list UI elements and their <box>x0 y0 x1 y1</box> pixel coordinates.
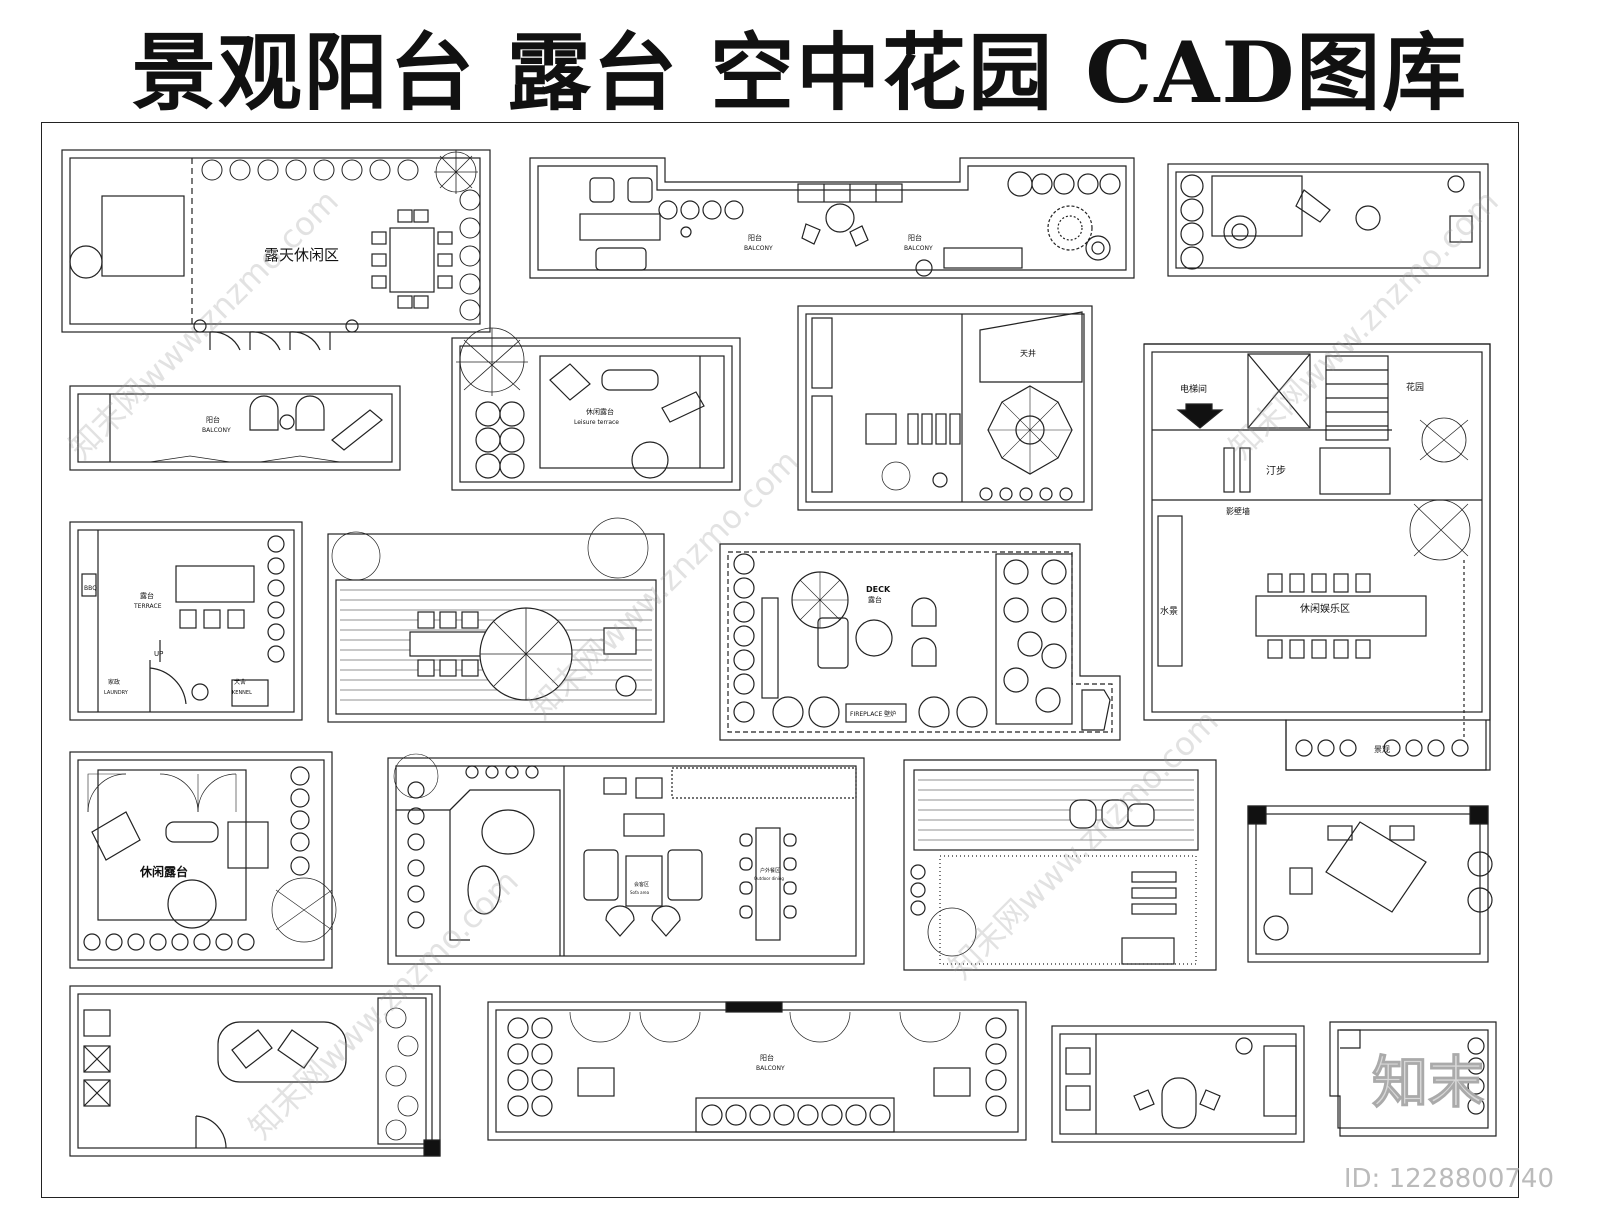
plan-leisure-terrace-2 <box>69 751 337 969</box>
plan-leisure-terrace <box>451 327 741 491</box>
plan-gravel-terrace <box>903 759 1217 971</box>
plan-courtyard <box>797 305 1093 511</box>
plan8-label-en: TERRACE <box>133 603 162 610</box>
plan-terrace-bbq <box>69 521 303 721</box>
plan-umbrella-deck <box>327 517 665 723</box>
plan-balcony-bottom <box>487 1001 1027 1141</box>
plan11-label: 休闲露台 <box>139 864 188 879</box>
plan8-label-up: UP <box>154 650 163 658</box>
image-id-label: ID: 1228800740 <box>1343 1164 1554 1194</box>
plan10-label-cn: 露台 <box>868 595 882 604</box>
plan-sofa-dining <box>387 753 865 965</box>
plan-balcony-left <box>69 385 401 471</box>
plan16-label: 阳台 <box>760 1053 774 1062</box>
plan8-label-bbq: BBQ <box>84 585 97 592</box>
plan-bottom-left <box>69 985 441 1157</box>
plan10-label-fireplace: FIREPLACE 壁炉 <box>850 710 896 718</box>
plan6-label: 天井 <box>1020 348 1036 358</box>
plan7-label-c: 汀步 <box>1266 465 1286 477</box>
plan7-label-g: 景观 <box>1374 745 1390 754</box>
page-title: 景观阳台 露台 空中花园 CAD图库 <box>131 23 1469 122</box>
plan7-label-b: 花园 <box>1406 381 1424 393</box>
plan2-label-a: 阳台 <box>748 233 762 242</box>
plan7-label-d: 影壁墙 <box>1226 506 1250 516</box>
plan2-label-a-en: BALCONY <box>744 245 773 252</box>
plan-deck-fireplace <box>719 543 1121 741</box>
plan-small-corner <box>1329 1021 1497 1137</box>
plan-corner-pavilion <box>1247 805 1493 963</box>
plan8-label: 露台 <box>140 591 154 600</box>
plan-small-room <box>1051 1025 1305 1143</box>
plan1-hedge-top <box>201 159 481 321</box>
plan12-label-a: 会客区 <box>634 881 649 888</box>
plan16-label-en: BALCONY <box>756 1065 785 1072</box>
plan5-label: 休闲露台 <box>586 407 614 416</box>
plan4-label-en: BALCONY <box>202 427 231 434</box>
plan5-label-en: Leisure terrace <box>574 419 619 426</box>
plan7-label-a: 电梯间 <box>1180 383 1207 395</box>
plan2-label-b: 阳台 <box>908 233 922 242</box>
plan7-label-e: 水景 <box>1160 605 1178 617</box>
plan1-dining-set <box>371 209 453 309</box>
plan7-label-f: 休闲娱乐区 <box>1300 602 1350 615</box>
plan2-label-b-en: BALCONY <box>904 245 933 252</box>
plan10-label: DECK <box>866 585 891 594</box>
plan8-label-kennel: 犬舍 <box>234 678 246 686</box>
plan-balcony-long <box>529 157 1135 279</box>
plan-outdoor-leisure <box>61 149 491 351</box>
plan-roof-garden <box>1143 343 1491 771</box>
plan12-label-b: 户外餐区 <box>760 867 780 874</box>
plan-small-balcony-tr <box>1167 163 1489 277</box>
plan8-label-kennel-en: KENNEL <box>232 690 252 696</box>
brand-logo: 知末 <box>1372 1051 1485 1117</box>
plan1-label: 露天休闲区 <box>264 246 339 264</box>
plan4-label: 阳台 <box>206 415 220 424</box>
plan12-label-a-en: Sofa area <box>630 890 650 895</box>
plan12-label-b-en: Outdoor dining <box>754 876 784 881</box>
drawing-frame <box>41 122 1519 1198</box>
plan8-label-laundry-en: LAUNDRY <box>104 690 129 696</box>
plan8-label-laundry: 家政 <box>108 678 120 686</box>
